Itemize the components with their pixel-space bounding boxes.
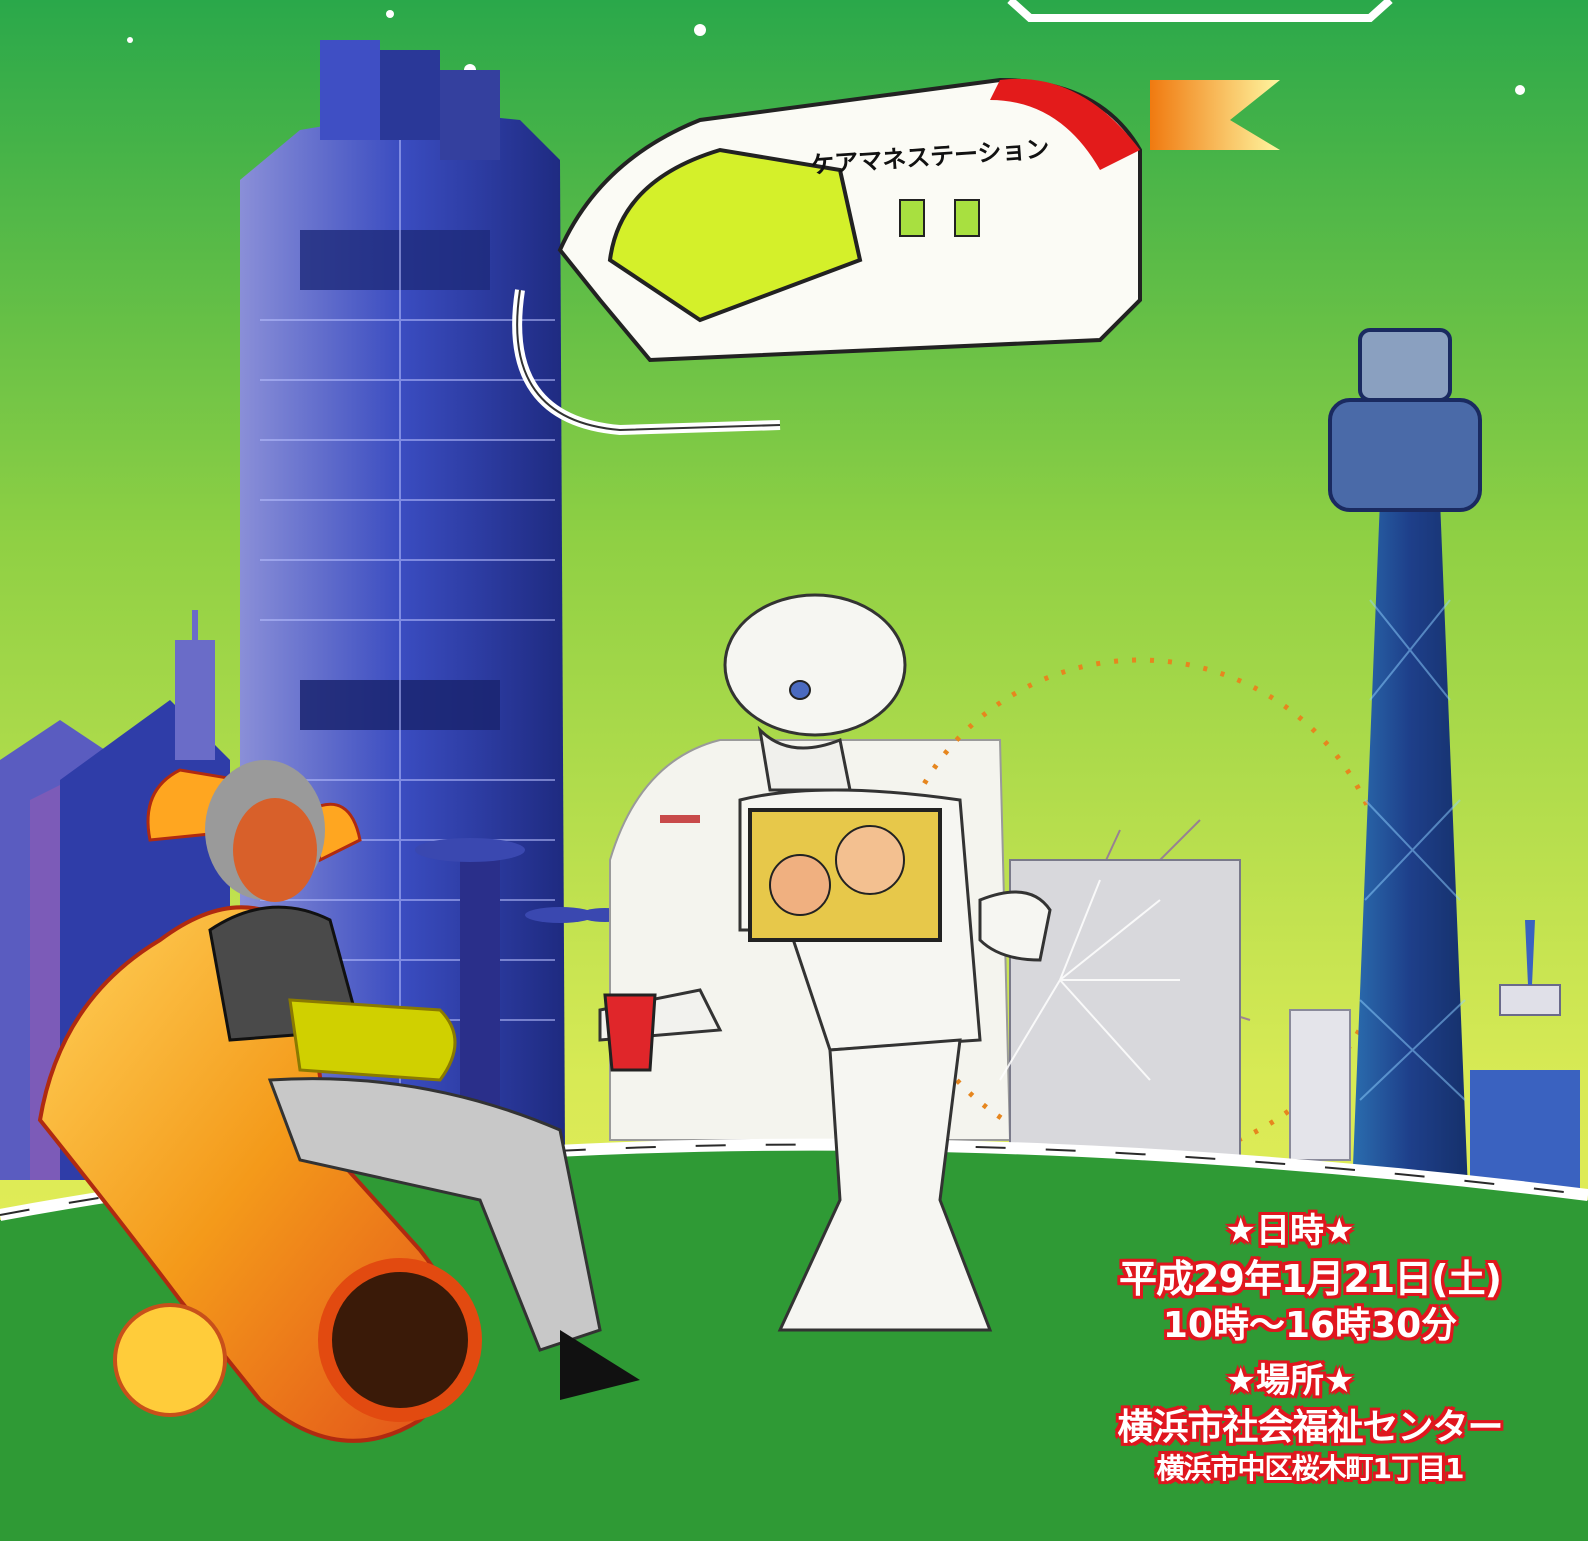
fireworks	[999, 879, 1180, 1081]
wheelchair-user	[37, 760, 640, 1443]
place-heading: ★場所★	[1225, 1361, 1355, 1401]
robot	[598, 593, 1052, 1332]
star-shape	[1007, 0, 1393, 22]
flying-vehicle	[512, 77, 1280, 436]
event-date: 平成29年1月21日(土)	[1119, 1257, 1502, 1301]
venue-address: 横浜市中区桜木町1丁目1	[1156, 1452, 1465, 1485]
date-heading: ★日時★	[1225, 1211, 1355, 1251]
event-time: 10時～16時30分	[1162, 1305, 1458, 1346]
venue-name: 横浜市社会福祉センター	[1117, 1407, 1503, 1448]
marine-tower	[1328, 328, 1482, 1240]
